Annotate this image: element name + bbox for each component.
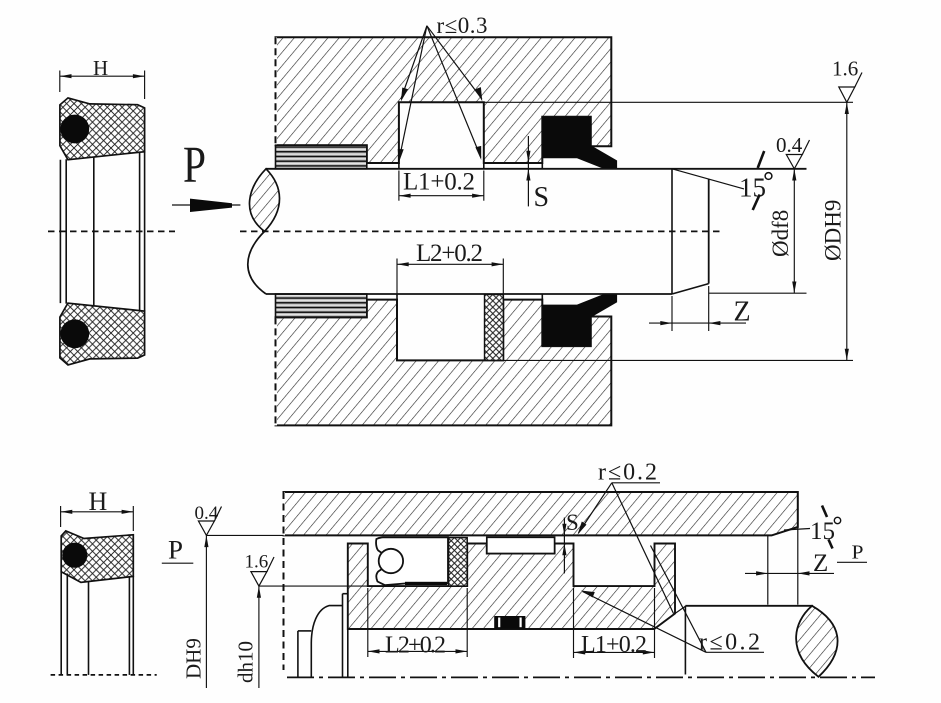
svg-text:S: S [534,182,550,213]
svg-text:S: S [566,510,579,535]
svg-text:H: H [93,56,108,80]
svg-text:0.4: 0.4 [776,133,803,157]
svg-text:0.4: 0.4 [195,503,219,524]
svg-text:DH9: DH9 [182,638,206,679]
svg-text:1.6: 1.6 [245,552,269,573]
svg-text:Z: Z [734,297,751,328]
svg-text:r≤0.2: r≤0.2 [699,630,760,656]
svg-text:Ødf8: Ødf8 [768,210,793,257]
svg-text:P: P [168,536,183,565]
svg-text:P: P [183,137,206,194]
svg-text:ØDH9: ØDH9 [821,200,846,261]
svg-text:L2+0.2: L2+0.2 [416,240,483,267]
svg-text:dh10: dh10 [234,641,258,683]
svg-text:15: 15 [739,173,766,203]
svg-text:1.6: 1.6 [832,57,858,81]
svg-text:L1+0.2: L1+0.2 [403,169,475,196]
svg-text:15: 15 [810,518,835,545]
svg-text:Z: Z [813,550,828,577]
svg-text:r≤0.2: r≤0.2 [598,460,657,486]
svg-text:r≤0.3: r≤0.3 [437,13,488,38]
svg-text:L2+0.2: L2+0.2 [385,633,446,659]
svg-text:H: H [89,487,108,516]
svg-text:P: P [852,542,864,564]
svg-text:L1+0.2: L1+0.2 [581,632,647,658]
